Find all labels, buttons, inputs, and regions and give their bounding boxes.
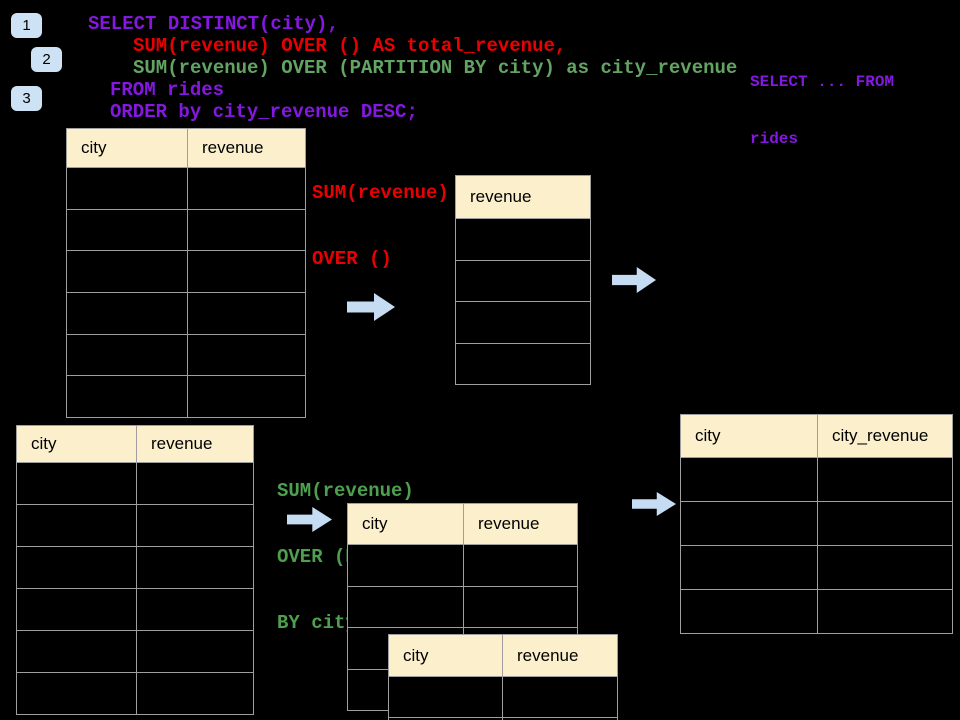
- arrow-right-icon: [347, 293, 395, 321]
- table-cell: [817, 589, 953, 634]
- table-cell: [187, 208, 306, 252]
- sql-line-order: ORDER by city_revenue DESC;: [110, 101, 418, 123]
- table-cell: [187, 333, 306, 377]
- column-header-revenue: revenue: [187, 128, 306, 168]
- table-cell: [136, 546, 254, 589]
- table-cell: [455, 259, 591, 302]
- table-cell: [502, 676, 618, 718]
- table-cell: [16, 504, 137, 547]
- table-cell: [187, 167, 306, 210]
- table-cell: [455, 301, 591, 344]
- column-header-revenue: revenue: [455, 175, 591, 219]
- annotation-partition-line-1: SUM(revenue): [277, 480, 414, 502]
- table-source-top: city revenue: [66, 128, 306, 419]
- table-cell: [66, 250, 188, 294]
- table-cell: [680, 501, 818, 546]
- table-cell: [187, 250, 306, 294]
- step-badge-3: 3: [11, 86, 42, 111]
- arrow-right-icon: [612, 267, 656, 293]
- table-cell: [817, 501, 953, 546]
- annotation-total-line-2: OVER (): [312, 248, 392, 270]
- arrow-right-icon: [287, 507, 332, 532]
- step-badge-2: 2: [31, 47, 62, 72]
- table-cell: [16, 672, 137, 715]
- table-cell: [16, 588, 137, 631]
- table-cell: [187, 375, 306, 419]
- column-header-revenue: revenue: [136, 425, 254, 463]
- column-header-city: city: [680, 414, 818, 458]
- table-cell: [136, 630, 254, 673]
- table-cell: [136, 588, 254, 631]
- table-total-result: revenue: [455, 175, 591, 385]
- table-cell: [66, 208, 188, 252]
- table-cell: [66, 167, 188, 210]
- table-cell: [347, 544, 464, 587]
- table-cell: [817, 545, 953, 590]
- sql-line-partition: SUM(revenue) OVER (PARTITION BY city) as…: [133, 57, 738, 79]
- table-cell: [455, 342, 591, 385]
- table-cell: [680, 545, 818, 590]
- table-cell: [16, 630, 137, 673]
- table-cell: [455, 218, 591, 261]
- column-header-revenue: revenue: [463, 503, 578, 545]
- sql-line-select: SELECT DISTINCT(city),: [88, 13, 339, 35]
- arrow-right-icon: [632, 492, 676, 516]
- table-cell: [463, 585, 578, 628]
- table-cell: [388, 676, 503, 718]
- column-header-city: city: [66, 128, 188, 168]
- table-cell: [16, 546, 137, 589]
- table-cell: [680, 589, 818, 634]
- side-note-line-1: SELECT ... FROM: [750, 73, 895, 91]
- table-partition-step-overlay: city revenue: [388, 634, 618, 720]
- table-cell: [136, 504, 254, 547]
- table-cell: [16, 462, 137, 505]
- step-badge-1: 1: [11, 13, 42, 38]
- table-cell: [66, 375, 188, 419]
- annotation-total-line-1: SUM(revenue): [312, 182, 449, 204]
- table-cell: [66, 292, 188, 335]
- table-cell: [136, 462, 254, 505]
- sql-line-from: FROM rides: [110, 79, 225, 101]
- table-cell: [502, 717, 618, 720]
- column-header-revenue: revenue: [502, 634, 618, 677]
- table-cell: [680, 457, 818, 502]
- side-note-line-2: rides: [750, 130, 799, 148]
- side-note: SELECT ... FROM rides: [750, 35, 894, 187]
- column-header-city-revenue: city_revenue: [817, 414, 953, 458]
- table-cell: [817, 457, 953, 502]
- column-header-city: city: [16, 425, 137, 463]
- column-header-city: city: [347, 503, 464, 545]
- table-final-result: city city_revenue: [680, 414, 953, 634]
- table-cell: [187, 292, 306, 335]
- table-cell: [66, 333, 188, 377]
- sql-line-sum-over: SUM(revenue) OVER () AS total_revenue,: [133, 35, 567, 57]
- annotation-total-revenue: SUM(revenue) OVER (): [312, 138, 449, 314]
- table-cell: [347, 585, 464, 628]
- table-source-bottom: city revenue: [16, 425, 254, 715]
- column-header-city: city: [388, 634, 503, 677]
- table-cell: [463, 544, 578, 587]
- table-cell: [136, 672, 254, 715]
